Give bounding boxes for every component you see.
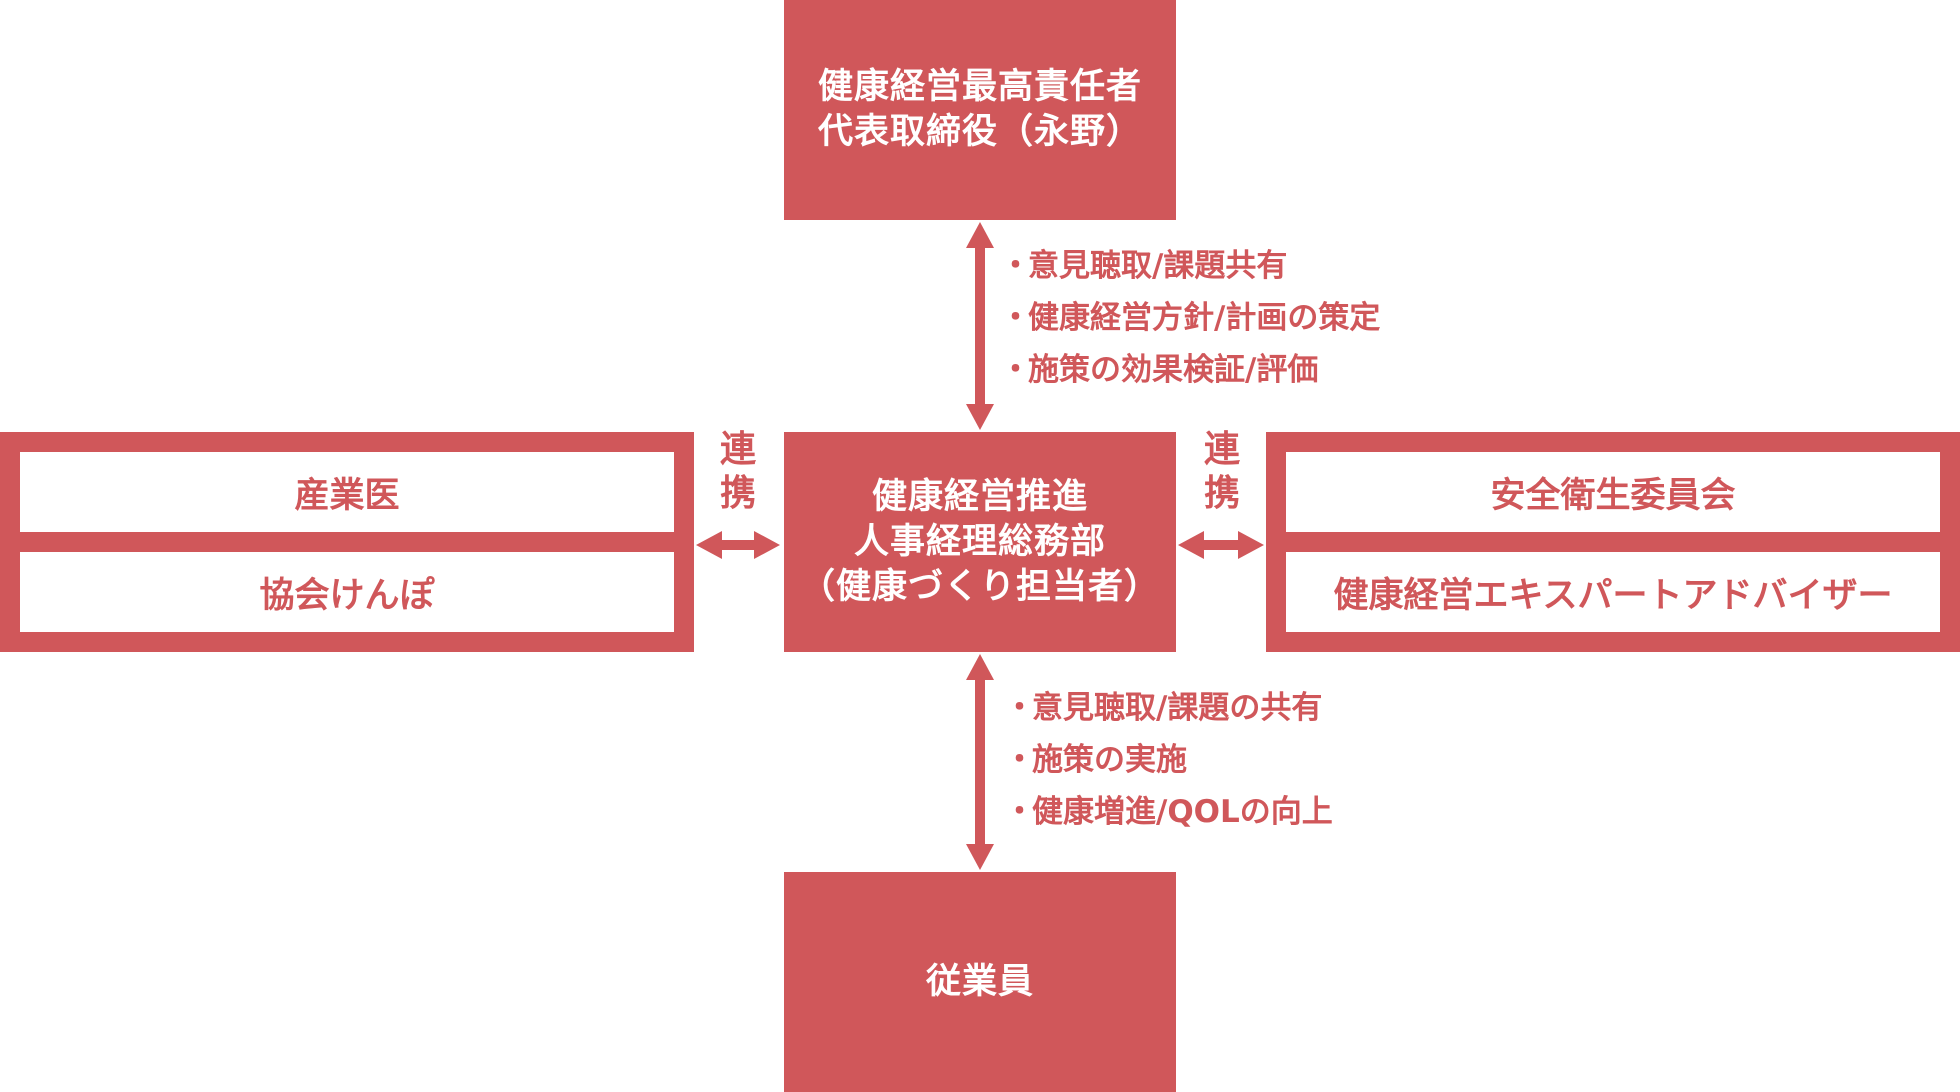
right-group: 安全衛生委員会 健康経営エキスパートアドバイザー: [1266, 432, 1960, 652]
center-box-line-1: 健康経営推進: [871, 476, 1088, 517]
bullet-dot: ・: [1004, 794, 1035, 830]
bullet-dot: ・: [1000, 248, 1031, 284]
list-item-text: 意見聴取/課題共有: [1028, 248, 1288, 284]
center-box-health-promotion: 健康経営推進 人事経理総務部 （健康づくり担当者）: [784, 432, 1176, 652]
top-relations-list: ・意見聴取/課題共有 ・健康経営方針/計画の策定 ・施策の効果検証/評価: [1000, 240, 1380, 396]
top-box-chief-health-officer: 健康経営最高責任者 代表取締役（永野）: [784, 0, 1176, 220]
right-group-item-expert-advisor: 健康経営エキスパートアドバイザー: [1286, 552, 1940, 632]
left-group-item-industrial-physician: 産業医: [20, 452, 674, 532]
list-item: ・意見聴取/課題の共有: [1004, 682, 1333, 734]
arrow-top-vertical: [966, 222, 994, 430]
left-group-item-label: 産業医: [294, 475, 400, 516]
arrow-right-horizontal: [1178, 531, 1264, 559]
bottom-relations-list: ・意見聴取/課題の共有 ・施策の実施 ・健康増進/QOLの向上: [1004, 682, 1333, 838]
top-box-line-1: 健康経営最高責任者: [817, 67, 1142, 107]
list-item-text: 施策の実施: [1032, 742, 1187, 778]
list-item: ・意見聴取/課題共有: [1000, 240, 1380, 292]
arrow-bottom-vertical: [966, 654, 994, 870]
bottom-box-employees: 従業員: [784, 872, 1176, 1092]
left-group-item-kyokai-kenpo: 協会けんぽ: [20, 552, 674, 632]
top-box-line-2: 代表取締役（永野）: [817, 112, 1142, 152]
left-group-item-label: 協会けんぽ: [259, 575, 435, 616]
arrow-left-horizontal: [696, 531, 780, 559]
center-box-line-2: 人事経理総務部: [853, 521, 1106, 562]
bullet-dot: ・: [1004, 742, 1035, 778]
right-group-item-safety-committee: 安全衛生委員会: [1286, 452, 1940, 532]
left-cooperation-char-1: 連: [719, 429, 756, 470]
left-cooperation-label: 連 携: [716, 428, 760, 516]
right-group-item-label: 健康経営エキスパートアドバイザー: [1333, 575, 1893, 616]
list-item: ・健康増進/QOLの向上: [1004, 786, 1333, 838]
center-box-line-3: （健康づくり担当者）: [799, 566, 1160, 607]
list-item-text: 施策の効果検証/評価: [1028, 352, 1319, 388]
list-item: ・施策の効果検証/評価: [1000, 344, 1380, 396]
bullet-dot: ・: [1004, 690, 1035, 726]
left-cooperation-char-2: 携: [719, 473, 756, 514]
list-item-text: 健康増進/QOLの向上: [1032, 794, 1333, 830]
bullet-dot: ・: [1000, 352, 1031, 388]
list-item-text: 健康経営方針/計画の策定: [1028, 300, 1381, 336]
bottom-box-label: 従業員: [925, 961, 1034, 1002]
bullet-dot: ・: [1000, 300, 1031, 336]
list-item: ・健康経営方針/計画の策定: [1000, 292, 1380, 344]
list-item-text: 意見聴取/課題の共有: [1032, 690, 1323, 726]
right-cooperation-char-2: 携: [1203, 473, 1240, 514]
right-cooperation-char-1: 連: [1203, 429, 1240, 470]
list-item: ・施策の実施: [1004, 734, 1333, 786]
right-group-item-label: 安全衛生委員会: [1490, 475, 1736, 516]
right-cooperation-label: 連 携: [1200, 428, 1244, 516]
left-group: 産業医 協会けんぽ: [0, 432, 694, 652]
